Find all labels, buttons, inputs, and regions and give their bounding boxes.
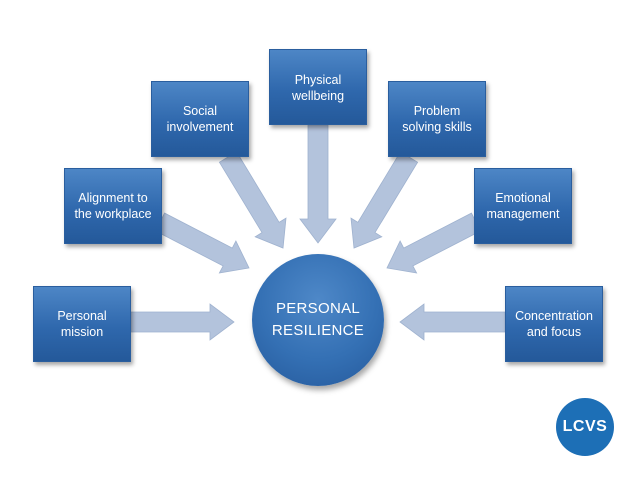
center-personal-resilience: PERSONAL RESILIENCE	[252, 254, 384, 386]
arrow-concentration-focus	[399, 303, 506, 341]
arrow-problem-solving	[350, 151, 419, 249]
factor-box-concentration-focus: Concentration and focus	[505, 286, 603, 362]
arrow-personal-mission	[130, 303, 235, 341]
arrow-emotional-management	[386, 212, 482, 274]
arrow-social-involvement	[218, 151, 287, 249]
factor-box-emotional-management: Emotional management	[474, 168, 572, 244]
lcvs-logo: LCVS	[556, 398, 614, 456]
factor-box-problem-solving: Problem solving skills	[388, 81, 486, 157]
arrow-physical-wellbeing	[299, 124, 337, 244]
factor-box-personal-mission: Personal mission	[33, 286, 131, 362]
factor-box-physical-wellbeing: Physical wellbeing	[269, 49, 367, 125]
factor-box-alignment-workplace: Alignment to the workplace	[64, 168, 162, 244]
factor-box-social-involvement: Social involvement	[151, 81, 249, 157]
arrow-alignment-workplace	[154, 212, 250, 274]
